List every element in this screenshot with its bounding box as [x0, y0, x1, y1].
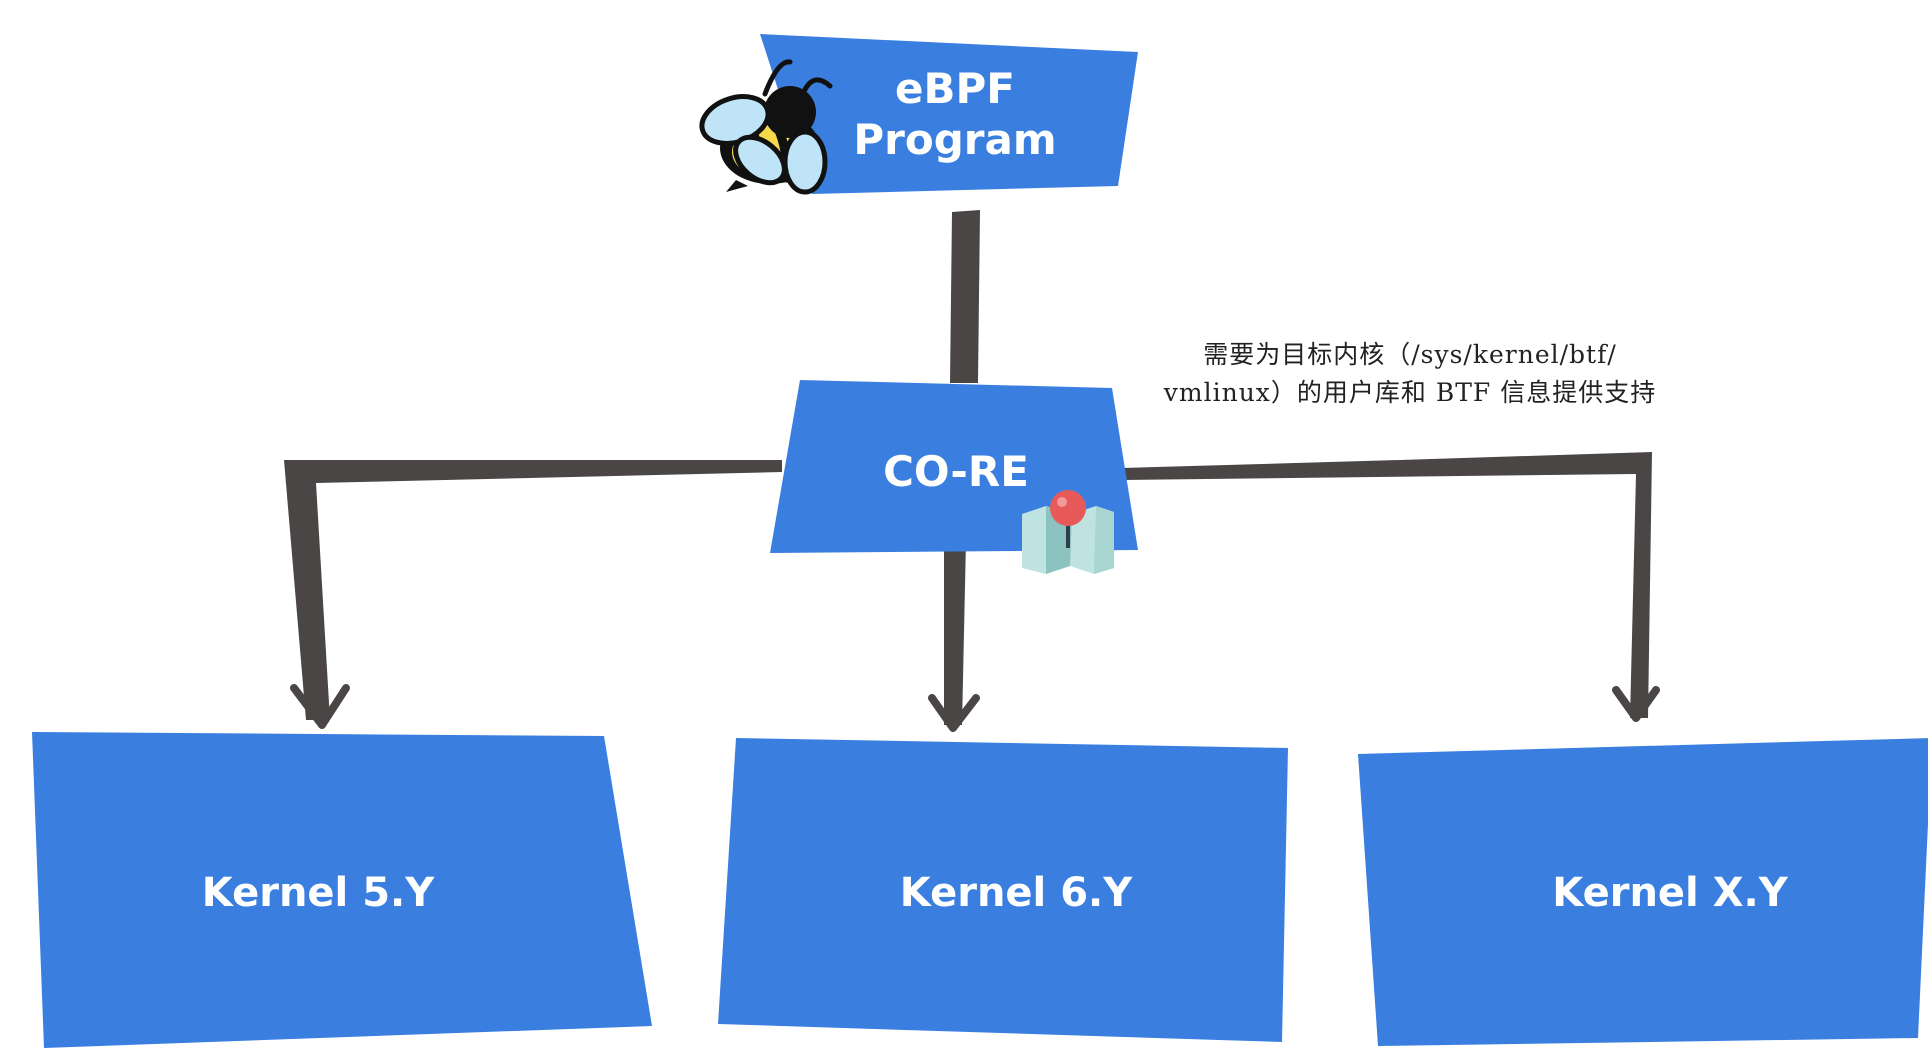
node-kernel-5y-label: Kernel 5.Y: [202, 870, 435, 916]
connector-core-to-kernel-left: [284, 460, 782, 720]
node-core: CO-RE: [770, 380, 1138, 574]
node-ebpf-program-shape: [760, 34, 1138, 194]
node-kernel-6y: Kernel 6.Y: [718, 738, 1288, 1042]
node-ebpf-program-label-line2: Program: [853, 115, 1056, 164]
node-kernel-5y: Kernel 5.Y: [32, 732, 652, 1048]
node-kernel-xy-label: Kernel X.Y: [1552, 870, 1788, 916]
node-kernel-5y-shape: [32, 732, 652, 1048]
node-kernel-6y-shape: [718, 738, 1288, 1042]
bee-icon: [699, 59, 833, 195]
connector-core-to-kernel-middle: [944, 540, 966, 725]
node-ebpf-program: eBPF Program: [699, 34, 1138, 195]
connector-program-to-core: [950, 210, 980, 383]
annotation-text: 需要为目标内核（/sys/kernel/btf/ vmlinux）的用户库和 B…: [1150, 336, 1670, 412]
arrowhead-kernel-right: [1612, 686, 1660, 722]
arrowhead-kernel-middle: [928, 694, 980, 732]
annotation-line1: 需要为目标内核（/sys/kernel/btf/: [1203, 340, 1617, 369]
node-core-label: CO-RE: [883, 447, 1029, 496]
annotation-line2: vmlinux）的用户库和 BTF 信息提供支持: [1163, 378, 1657, 407]
connector-core-to-kernel-right: [1122, 452, 1652, 718]
connectors: [284, 210, 1660, 732]
arrowhead-kernel-left: [290, 684, 350, 729]
node-kernel-xy: Kernel X.Y: [1358, 738, 1928, 1046]
node-kernel-xy-shape: [1358, 738, 1928, 1046]
map-pin-icon: [1022, 490, 1114, 574]
node-kernel-6y-label: Kernel 6.Y: [900, 870, 1133, 916]
node-ebpf-program-label-line1: eBPF: [895, 64, 1015, 113]
